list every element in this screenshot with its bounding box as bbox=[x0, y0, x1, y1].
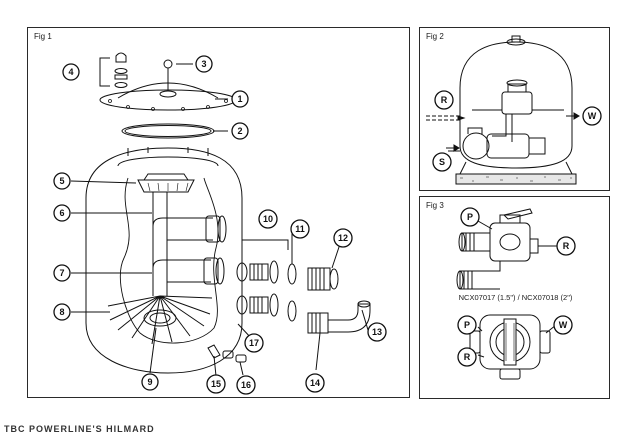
installation-drawing: R W S bbox=[426, 35, 602, 185]
callout-15: 15 bbox=[206, 374, 226, 394]
callout-15-text: 15 bbox=[211, 379, 221, 389]
callout-13: 13 bbox=[367, 322, 387, 342]
callout-w-fig2: W bbox=[582, 106, 602, 126]
callout-7: 7 bbox=[53, 264, 71, 282]
callout-17: 17 bbox=[244, 333, 264, 353]
fig2-callouts: R W S bbox=[432, 90, 602, 172]
callout-w-bottom-text: W bbox=[559, 320, 568, 330]
callout-r-bottom: R bbox=[457, 347, 477, 367]
callout-10-text: 10 bbox=[263, 214, 273, 224]
callout-p-bottom: P bbox=[457, 315, 477, 335]
fig2-label: Fig 2 bbox=[426, 32, 444, 41]
callout-4: 4 bbox=[62, 63, 80, 81]
callout-11: 11 bbox=[290, 219, 310, 239]
callout-r-fig2-text: R bbox=[441, 95, 448, 105]
callout-p-bottom-text: P bbox=[464, 320, 470, 330]
callout-3: 3 bbox=[195, 55, 213, 73]
callout-5-text: 5 bbox=[59, 176, 64, 186]
fig3-callouts: P R P W R bbox=[457, 207, 576, 367]
callout-r-top: R bbox=[556, 236, 576, 256]
callout-w-fig2-text: W bbox=[588, 111, 597, 121]
callout-2-text: 2 bbox=[237, 126, 242, 136]
callout-7-text: 7 bbox=[59, 268, 64, 278]
callout-16-text: 16 bbox=[241, 380, 251, 390]
callout-17-text: 17 bbox=[249, 338, 259, 348]
callout-r-bottom-text: R bbox=[464, 352, 471, 362]
callout-9: 9 bbox=[141, 373, 159, 391]
fig1-label: Fig 1 bbox=[34, 32, 52, 41]
callout-10: 10 bbox=[258, 209, 278, 229]
callout-8-text: 8 bbox=[59, 307, 64, 317]
fig2-panel: Fig 2 bbox=[419, 27, 610, 191]
callout-1-text: 1 bbox=[237, 94, 242, 104]
callout-6-text: 6 bbox=[59, 208, 64, 218]
callout-9-text: 9 bbox=[147, 377, 152, 387]
exploded-filter-drawing: 1 2 3 4 5 6 7 8 9 10 11 12 13 14 15 16 1… bbox=[53, 52, 387, 395]
callout-12-text: 12 bbox=[338, 233, 348, 243]
callout-p-top: P bbox=[460, 207, 480, 227]
callout-s-fig2-text: S bbox=[439, 157, 445, 167]
callout-5: 5 bbox=[53, 172, 71, 190]
callout-s-fig2: S bbox=[432, 152, 452, 172]
multiport-valve-drawing: P R P W R bbox=[456, 207, 576, 380]
callout-2: 2 bbox=[231, 122, 249, 140]
callout-8: 8 bbox=[53, 303, 71, 321]
callout-14: 14 bbox=[305, 373, 325, 393]
fig3-label: Fig 3 bbox=[426, 201, 444, 210]
callout-p-top-text: P bbox=[467, 212, 473, 222]
callout-14-text: 14 bbox=[310, 378, 320, 388]
callout-r-top-text: R bbox=[563, 241, 570, 251]
fig3-panel: Fig 3 bbox=[419, 196, 610, 399]
valve-model-numbers: NCX07017 (1.5") / NCX07018 (2") bbox=[458, 293, 573, 302]
callout-r-fig2: R bbox=[434, 90, 454, 110]
callout-4-text: 4 bbox=[68, 67, 73, 77]
fig1-panel: Fig 1 bbox=[27, 27, 410, 398]
fig1-callouts: 1 2 3 4 5 6 7 8 9 10 11 12 13 14 15 16 1… bbox=[53, 55, 387, 395]
callout-1: 1 bbox=[231, 90, 249, 108]
cropped-bottom-text: TBC POWERLINE'S HILMARD bbox=[4, 424, 155, 434]
callout-12: 12 bbox=[333, 228, 353, 248]
callout-16: 16 bbox=[236, 375, 256, 395]
callout-3-text: 3 bbox=[201, 59, 206, 69]
callout-w-bottom: W bbox=[553, 315, 573, 335]
callout-11-text: 11 bbox=[295, 224, 305, 234]
callout-6: 6 bbox=[53, 204, 71, 222]
callout-13-text: 13 bbox=[372, 327, 382, 337]
